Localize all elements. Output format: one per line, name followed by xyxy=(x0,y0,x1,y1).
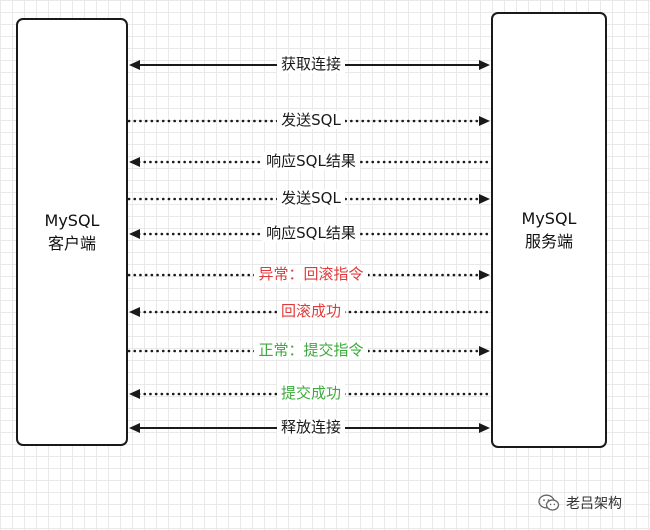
message-arrow-8 xyxy=(127,346,490,356)
wechat-icon xyxy=(538,494,560,511)
message-arrow-4 xyxy=(127,194,490,204)
client-name: MySQL xyxy=(44,211,100,230)
mysql-client-box: MySQL 客户端 xyxy=(16,18,128,446)
mysql-server-box: MySQL 服务端 xyxy=(491,12,607,448)
message-arrow-6 xyxy=(127,270,490,280)
message-arrow-7 xyxy=(129,307,492,317)
message-arrow-3 xyxy=(129,157,492,167)
message-arrow-9 xyxy=(129,389,492,399)
client-role: 客户端 xyxy=(47,234,96,253)
watermark: 老吕架构 xyxy=(538,493,622,513)
message-arrow-2 xyxy=(127,116,490,126)
server-name: MySQL xyxy=(521,209,577,228)
watermark-text: 老吕架构 xyxy=(566,496,622,512)
message-arrow-10 xyxy=(129,423,490,433)
message-arrow-1 xyxy=(129,60,490,70)
message-arrow-5 xyxy=(129,229,492,239)
server-role: 服务端 xyxy=(524,232,573,251)
